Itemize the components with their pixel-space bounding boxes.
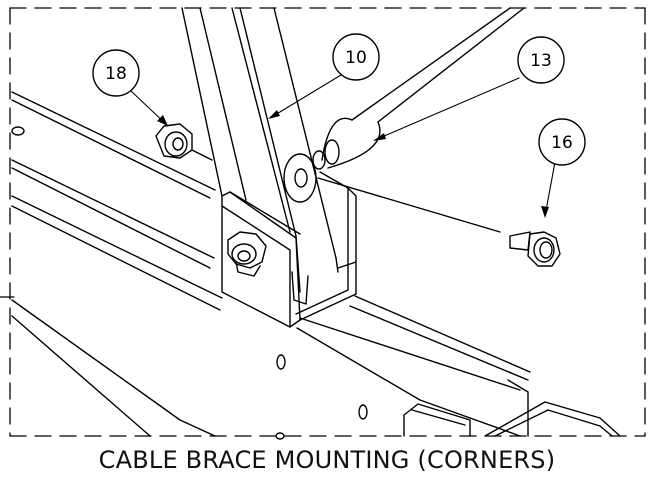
end-plates (403, 401, 621, 437)
detail-border (9, 7, 646, 437)
leader-arrowheads (157, 110, 549, 218)
callout-13: 13 (517, 36, 565, 84)
drawing-caption: CABLE BRACE MOUNTING (CORNERS) (98, 446, 556, 474)
hex-bolt (317, 177, 561, 267)
callout-16: 16 (538, 118, 586, 166)
callout-10: 10 (332, 33, 380, 81)
callout-13-label: 13 (530, 51, 552, 71)
shaft-washer (283, 153, 317, 203)
upright-post (181, 7, 339, 293)
upper-rail (11, 91, 216, 269)
bracket-nut (227, 231, 309, 305)
assembly-drawing: 18 10 13 16 (0, 7, 646, 440)
callout-18-label: 18 (105, 64, 127, 84)
flange-nut (155, 123, 213, 161)
main-tube (11, 195, 531, 440)
leader-lines (130, 74, 556, 217)
callout-16-label: 16 (551, 133, 573, 153)
mounting-bracket (221, 171, 357, 328)
cable-brace (312, 7, 525, 170)
callout-10-label: 10 (345, 48, 367, 68)
callout-18: 18 (92, 49, 140, 97)
